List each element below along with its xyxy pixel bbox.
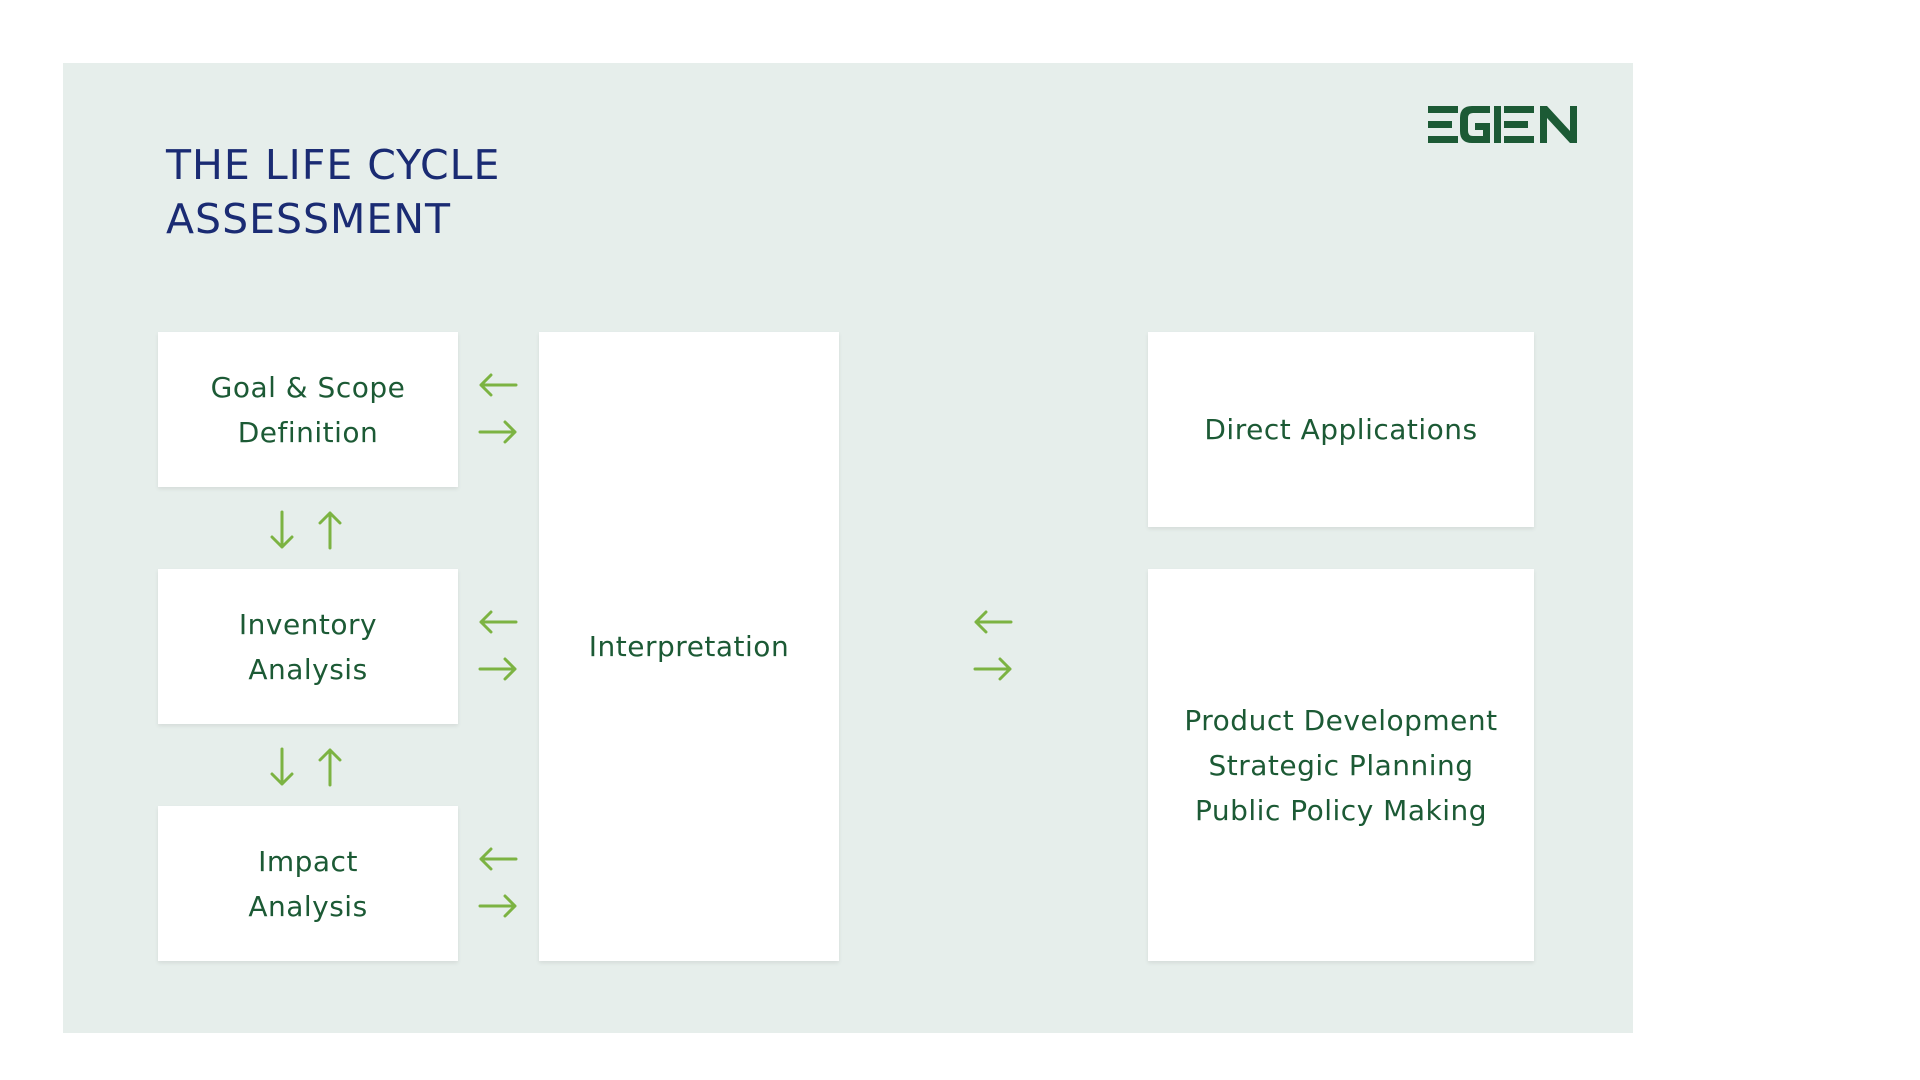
arrow-right-icon [973, 657, 1013, 681]
diagram-panel: THE LIFE CYCLE ASSESSMENT EGEN [63, 63, 1633, 1033]
title-line-2: ASSESSMENT [166, 195, 452, 243]
arrow-up-icon [318, 510, 342, 550]
arrow-right-icon [478, 420, 518, 444]
arrow-up-icon [318, 747, 342, 787]
arrow-left-icon [478, 847, 518, 871]
application-item: Product Development [1184, 703, 1498, 737]
page-title: THE LIFE CYCLE ASSESSMENT [166, 138, 500, 246]
title-line-1: THE LIFE CYCLE [166, 141, 501, 189]
logo-text: EGEN [1588, 103, 1589, 104]
arrow-left-icon [973, 610, 1013, 634]
application-item: Public Policy Making [1194, 793, 1488, 827]
applications-list-box: Product Development Strategic Planning P… [1148, 569, 1534, 961]
egen-logo-mark [1428, 106, 1577, 143]
application-item: Strategic Planning [1208, 748, 1474, 782]
inventory-line-1: Inventory [238, 607, 378, 641]
interpretation-label: Interpretation [588, 630, 790, 663]
inventory-line-2: Analysis [248, 652, 368, 686]
interpretation-box: Interpretation [539, 332, 839, 961]
arrow-down-icon [270, 747, 294, 787]
impact-line-1: Impact [258, 844, 358, 878]
goal-scope-line-1: Goal & Scope [210, 370, 406, 404]
egen-logo: EGEN [1428, 103, 1588, 147]
arrow-right-icon [478, 657, 518, 681]
impact-analysis-box: Impact Analysis [158, 806, 458, 961]
arrow-left-icon [478, 373, 518, 397]
inventory-analysis-box: Inventory Analysis [158, 569, 458, 724]
arrow-down-icon [270, 510, 294, 550]
arrow-left-icon [478, 610, 518, 634]
applications-list: Product Development Strategic Planning P… [1184, 698, 1497, 833]
goal-scope-line-2: Definition [237, 415, 379, 449]
goal-scope-box: Goal & Scope Definition [158, 332, 458, 487]
direct-applications-label: Direct Applications [1204, 413, 1478, 446]
impact-line-2: Analysis [248, 889, 368, 923]
arrow-right-icon [478, 894, 518, 918]
direct-applications-box: Direct Applications [1148, 332, 1534, 527]
